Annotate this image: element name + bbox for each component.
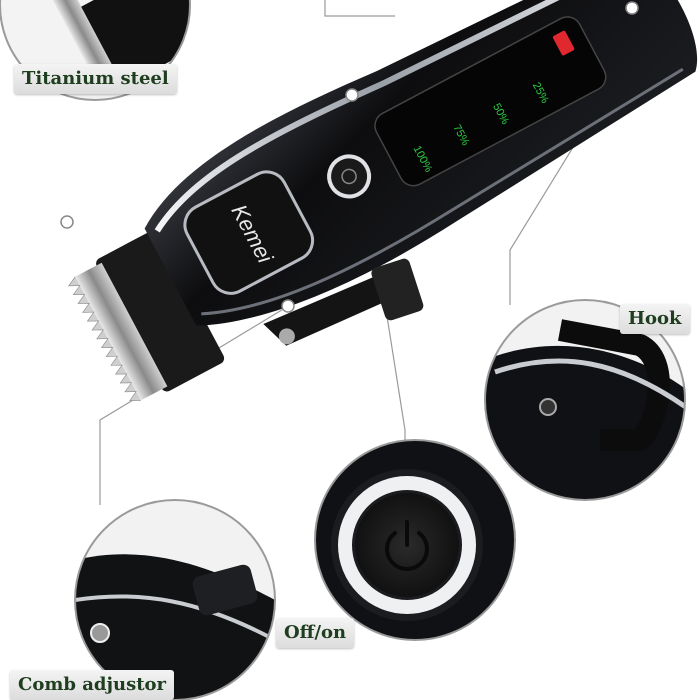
callout-dots: [60, 1, 639, 313]
label-comb-adjustor: Comb adjustor: [10, 670, 175, 700]
callout-circle-hook: [484, 299, 686, 501]
battery-indicator-red: [552, 30, 575, 56]
power-icon: [385, 520, 429, 571]
label-titanium-steel: Titanium steel: [14, 64, 177, 94]
battery-display: [374, 16, 607, 187]
callout-circle-comb: [74, 499, 276, 700]
callout-circle-power: [314, 439, 516, 641]
label-off-on: Off/on: [276, 618, 355, 648]
clipper-body: Kemei 100% 75% 50% 25%: [68, 0, 698, 401]
blade: [68, 230, 225, 401]
label-hook: Hook: [620, 304, 690, 334]
power-button-small: [327, 154, 372, 199]
